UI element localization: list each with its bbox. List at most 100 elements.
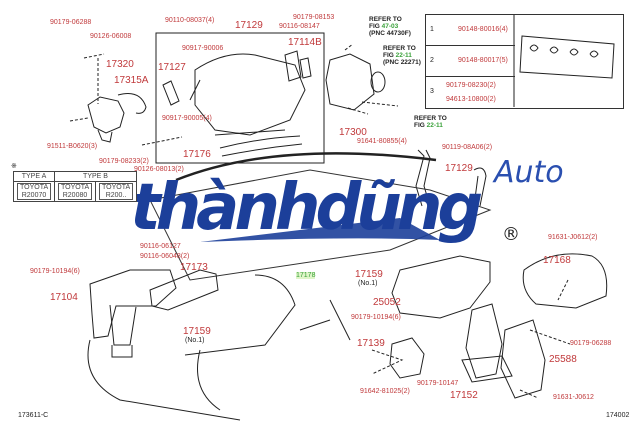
part-label[interactable]: 90126-08013(2) <box>134 166 184 173</box>
part-gasket-22271 <box>370 71 386 93</box>
part-label[interactable]: 91631-J0612 <box>553 394 594 401</box>
part-label[interactable]: 90116-06048(2) <box>140 253 190 260</box>
part-label[interactable]: 17127 <box>158 62 186 73</box>
refer-note-1[interactable]: REFER TO FIG 47-03 (PNC 44730F) <box>369 16 411 37</box>
part-label[interactable]: 17168 <box>543 255 571 266</box>
bolt-row-1: 1 90148-80016(4) <box>426 15 515 46</box>
note-mark: ※ <box>11 163 17 170</box>
part-17176-gasket <box>219 135 303 157</box>
part-label[interactable]: 90110-08037(4) <box>165 17 215 24</box>
dash-line <box>344 43 399 115</box>
intake-manifold-frame <box>155 32 325 164</box>
highlight-label-17178[interactable]: 17178 <box>296 272 316 279</box>
refer-fig-prefix: FIG <box>369 22 380 30</box>
part-label[interactable]: 90179-06288 <box>50 19 92 26</box>
part-label[interactable]: 91642-81025(2) <box>360 388 410 395</box>
part-17129-manifold <box>189 53 306 136</box>
part-label[interactable]: 17320 <box>106 59 134 70</box>
part-label[interactable]: 17152 <box>450 390 478 401</box>
part-17139-bracket <box>389 337 425 379</box>
bolt-key: 1 <box>430 26 434 33</box>
part-label[interactable]: 90917-90006 <box>182 45 224 52</box>
registered-mark: ® <box>502 224 520 245</box>
part-label[interactable]: 17159 <box>355 269 383 280</box>
type-header: TYPE B <box>54 171 137 182</box>
part-label[interactable]: 17104 <box>50 292 78 303</box>
gasket-pattern <box>519 35 615 79</box>
part-label[interactable]: (No.1) <box>185 337 205 344</box>
watermark-logo: thànhdũng <box>130 176 483 240</box>
refer-fig-prefix: FIG <box>414 121 425 129</box>
part-label[interactable]: 90116-08147 <box>279 23 320 30</box>
part-label[interactable]: 17173 <box>180 262 208 273</box>
part-label[interactable]: 90179-08233(2) <box>99 158 149 165</box>
bolt-row-2: 2 90148-80017(5) <box>426 46 515 77</box>
part-label[interactable]: 90917-90005(4) <box>162 115 212 122</box>
bolt-part[interactable]: 90148-80017(5) <box>458 57 508 64</box>
part-label[interactable]: 17300 <box>339 127 367 138</box>
part-17173-gasket <box>149 269 219 311</box>
watermark-brand: thànhdũng <box>130 171 483 245</box>
bolt-key: 3 <box>430 88 434 95</box>
part-catalyst-right <box>461 303 513 383</box>
part-17176-pipe <box>473 167 487 207</box>
part-25588-heat-insulator <box>500 319 546 399</box>
part-17320-housing <box>87 96 125 143</box>
type-cell: TOYOTA R200.. <box>99 183 133 201</box>
dash-line <box>69 53 183 146</box>
part-25052-exhaust-manifold <box>391 255 491 319</box>
part-17104-exhaust-manifold <box>89 269 177 339</box>
refer-line: REFER TO <box>369 16 402 23</box>
engine-block <box>87 274 351 421</box>
part-label[interactable]: 17139 <box>357 338 385 349</box>
part-label[interactable]: 90116-06127 <box>140 243 181 250</box>
part-label[interactable]: 90179-10194(6) <box>351 314 401 321</box>
hose-line <box>175 152 437 182</box>
part-label[interactable]: 91631-J0612(2) <box>548 234 598 241</box>
figure-code-left: 173611-C <box>18 412 49 419</box>
part-label[interactable]: 17315A <box>114 75 149 86</box>
part-label[interactable]: 17114B <box>288 37 322 48</box>
bolt-table: 1 90148-80016(4) 2 90148-80017(5) 3 9017… <box>425 14 624 109</box>
bolt-part[interactable]: 94613-10800(2) <box>446 96 496 103</box>
dash-line <box>371 279 571 399</box>
part-label[interactable]: 90179-06288 <box>570 340 612 347</box>
type-cell: TOYOTA R20080 <box>58 183 92 201</box>
bolt-part[interactable]: 90179-08230(2) <box>446 82 496 89</box>
refer-line: REFER TO <box>383 45 416 52</box>
part-label[interactable]: (No.1) <box>358 280 378 287</box>
part-17104-catalyst <box>109 304 137 358</box>
part-label[interactable]: 90126-06008 <box>90 33 132 40</box>
part-label[interactable]: 17129 <box>235 20 263 31</box>
bolt-part[interactable]: 90148-80016(4) <box>458 26 508 33</box>
part-label[interactable]: 90179-10147 <box>417 380 459 387</box>
type-header: TYPE A <box>13 171 55 182</box>
part-label[interactable]: 25052 <box>373 297 401 308</box>
part-label[interactable]: 91511-B0620(3) <box>47 143 98 150</box>
refer-fig-prefix: FIG <box>383 51 394 59</box>
part-label[interactable]: 25588 <box>549 354 577 365</box>
refer-line: REFER TO <box>414 115 447 122</box>
refer-fig: 22-11 <box>426 121 443 129</box>
part-label[interactable]: 17159 <box>183 326 211 337</box>
part-label[interactable]: 90179-10194(6) <box>30 268 80 275</box>
refer-note-2[interactable]: REFER TO FIG 22-11 (PNC 22271) <box>383 45 421 66</box>
part-17315A-hose <box>117 93 147 114</box>
part-17127-gasket <box>162 80 180 106</box>
part-label[interactable]: 90119-08A06(2) <box>442 144 493 151</box>
refer-fig: 22-11 <box>395 51 412 59</box>
watermark-auto: Auto <box>494 155 564 190</box>
part-label[interactable]: 17129 <box>445 163 473 174</box>
figure-code-right: 174002 <box>606 412 630 419</box>
part-17129-pipe <box>415 149 431 207</box>
part-label[interactable]: 91641-80855(4) <box>357 138 407 145</box>
part-label[interactable]: 17176 <box>183 149 211 160</box>
refer-note-3[interactable]: REFER TO FIG 22-11 <box>414 115 447 130</box>
part-17168-heat-insulator <box>522 253 608 309</box>
part-label[interactable]: 90179-08153 <box>293 14 335 21</box>
